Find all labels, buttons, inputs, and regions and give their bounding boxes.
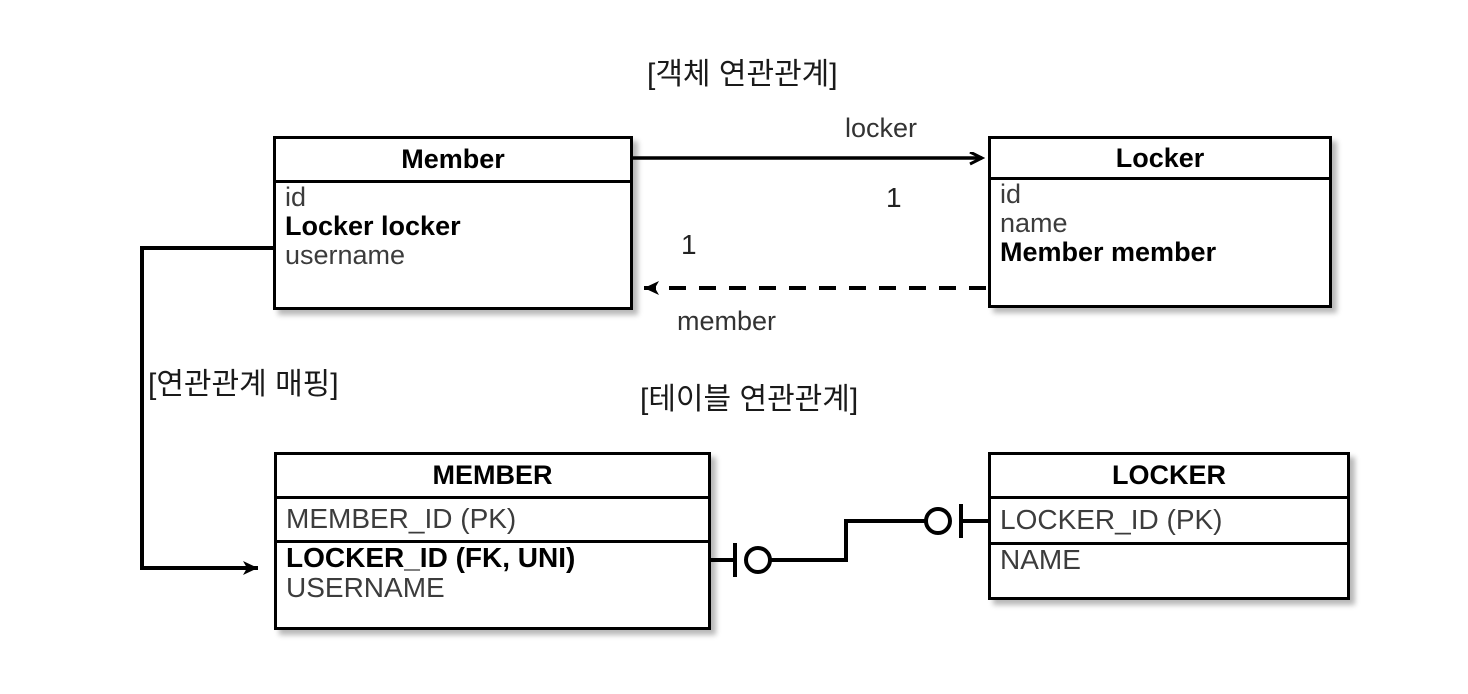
section-title-table-relation: [테이블 연관관계] [640,383,859,416]
class-locker-title: Locker [1115,142,1205,173]
association-multiplicity-locker-side: 1 [886,182,902,213]
class-member-attr-id: id [285,182,307,212]
table-member-column-member-id: MEMBER_ID (PK) [286,503,517,535]
class-member-attr-username: username [285,240,406,271]
er-relationship-member-locker [711,504,988,577]
table-member-column-locker-id: LOCKER_ID (FK, UNI) [286,542,576,573]
class-member-title: Member [401,144,505,174]
mapping-arrow [140,246,273,575]
table-member-header: MEMBER [277,455,708,499]
table-locker-pk-section: LOCKER_ID (PK) [991,499,1347,545]
table-box-locker[interactable]: LOCKER LOCKER_ID (PK) NAME [988,452,1350,600]
class-member-attr-locker: Locker locker [285,211,461,242]
table-member-column-username: USERNAME [286,572,445,604]
table-locker-column-name: NAME [1000,544,1081,575]
class-locker-attr-member: Member member [1000,237,1217,268]
class-locker-attr-id: id [1000,179,1022,209]
table-locker-title: LOCKER [1112,460,1226,490]
table-member-pk-section: MEMBER_ID (PK) [277,499,708,543]
class-locker-header: Locker [991,139,1329,180]
table-locker-columns: NAME [991,544,1347,576]
table-member-columns: LOCKER_ID (FK, UNI) USERNAME [277,542,708,604]
section-title-object-relation: [객체 연관관계] [647,58,838,91]
table-locker-column-locker-id: LOCKER_ID (PK) [1000,504,1223,536]
class-member-header: Member [276,139,630,183]
section-title-mapping-relation: [연관관계 매핑] [148,368,339,401]
class-locker-attr-name: name [1000,208,1068,239]
class-box-locker[interactable]: Locker id name Member member [988,136,1332,308]
class-box-member[interactable]: Member id Locker locker username [273,136,633,310]
association-label-locker: locker [845,113,918,143]
association-label-member: member [677,306,777,336]
table-box-member[interactable]: MEMBER MEMBER_ID (PK) LOCKER_ID (FK, UNI… [274,452,711,630]
association-multiplicity-member-side: 1 [681,229,697,260]
class-locker-attributes: id name Member member [991,179,1329,268]
table-member-title: MEMBER [432,460,553,490]
table-locker-header: LOCKER [991,455,1347,499]
class-member-attributes: id Locker locker username [276,182,630,271]
